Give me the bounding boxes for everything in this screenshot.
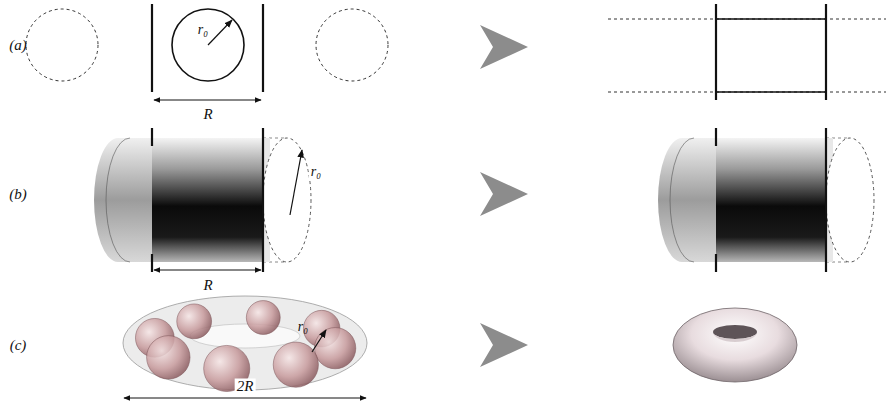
dimension (124, 398, 366, 399)
periodic-square (608, 4, 886, 100)
cylinder (94, 128, 311, 272)
torus (673, 308, 797, 382)
panel-label: (c) (10, 338, 27, 353)
circles-row (26, 4, 388, 100)
sphere (177, 304, 212, 339)
dimension-label: 2R (235, 379, 256, 394)
panel-label: (a) (9, 38, 27, 53)
radius-label: r₀ (196, 23, 210, 37)
panel-label: (b) (9, 187, 27, 202)
dimension-label: R (201, 278, 214, 293)
dimension-label: R (201, 107, 214, 122)
chevrons (480, 25, 528, 367)
sphere-ring (123, 296, 367, 392)
sphere (315, 328, 356, 369)
cylinder-periodic (658, 128, 874, 272)
radius-label: r₀ (298, 320, 308, 334)
sphere (147, 336, 190, 379)
radius-arrow (312, 330, 326, 352)
radius-label: r₀ (309, 165, 323, 179)
sphere (246, 301, 280, 335)
sphere (273, 342, 318, 387)
